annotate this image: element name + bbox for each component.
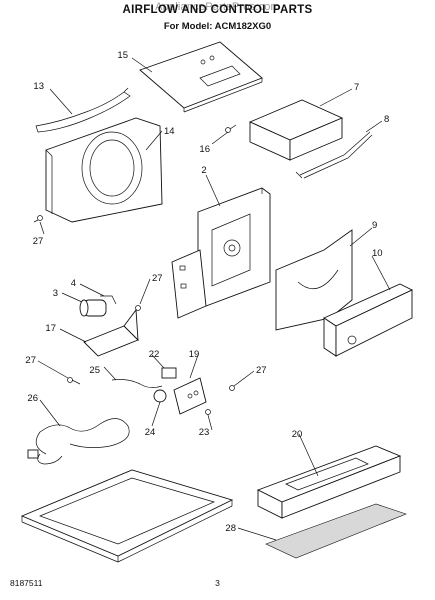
part-19-switch-bracket: [173, 377, 207, 415]
callout-27c: 27: [25, 355, 36, 366]
part-2-partition-panel: [171, 187, 271, 319]
document-number: 8187511: [10, 578, 43, 588]
part-25-wire-harness: [111, 379, 163, 388]
callout-27b: 27: [152, 273, 163, 284]
callout-2: 2: [201, 165, 206, 176]
callout-19: 19: [189, 349, 200, 360]
callout-27d: 27: [256, 365, 267, 376]
callout-27a: 27: [33, 236, 44, 247]
page-number: 3: [215, 578, 220, 588]
part-24-knob: [153, 389, 167, 403]
part-23-screw: [205, 409, 211, 415]
part-9-air-deflector: [275, 229, 353, 331]
part-22-switch: [161, 367, 177, 379]
callout-25: 25: [89, 365, 100, 376]
part-27b-screw: [135, 305, 141, 311]
callout-9: 9: [372, 220, 377, 231]
callout-28: 28: [225, 523, 236, 534]
callout-15: 15: [117, 50, 128, 61]
callout-26: 26: [27, 393, 38, 404]
part-13-bracket: [35, 87, 131, 133]
callout-13: 13: [33, 81, 44, 92]
callout-10: 10: [372, 248, 383, 259]
callout-17: 17: [45, 323, 56, 334]
part-14-fan-shroud: [45, 117, 163, 223]
leader-lines: [37, 57, 391, 541]
watermark-text: AppliancePartsPros.com: [155, 1, 280, 13]
part-8-handle: [295, 131, 373, 179]
callout-4: 4: [71, 278, 76, 289]
part-28-air-filter: [265, 503, 407, 559]
model-line: For Model: ACM182XG0: [163, 21, 272, 32]
callout-14: 14: [164, 126, 175, 137]
diagram-title: AIRFLOW AND CONTROL PARTS: [122, 4, 313, 16]
base-pan: [20, 469, 234, 563]
callout-3: 3: [53, 288, 58, 299]
part-10-louver-panel: [323, 283, 414, 357]
part-16-screw: [225, 124, 237, 133]
part-7-control-cover: [248, 99, 344, 161]
part-27d-screw: [229, 385, 235, 391]
callout-22: 22: [149, 349, 160, 360]
part-27a-screw: [33, 215, 43, 223]
part-17-control-bracket: [83, 308, 139, 357]
part-27c-screw: [67, 377, 81, 385]
part-20-filter-frame: [256, 445, 402, 519]
part-26-power-cord: [27, 418, 130, 465]
callout-7: 7: [354, 82, 359, 93]
callout-24: 24: [145, 427, 156, 438]
callout-23: 23: [199, 427, 210, 438]
callout-16: 16: [199, 144, 210, 155]
part-15-top-cover: [139, 41, 263, 113]
callout-20: 20: [292, 429, 303, 440]
part-3-capacitor: [79, 299, 107, 317]
callout-8: 8: [384, 114, 389, 125]
